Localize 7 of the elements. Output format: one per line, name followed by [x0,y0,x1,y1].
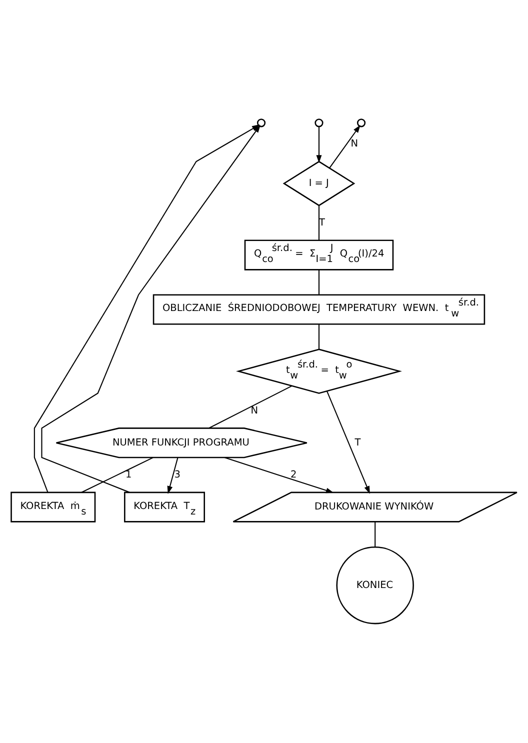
edge-label: 1 [125,469,132,480]
edge-label: N [250,405,258,416]
edge-label: T [354,437,361,448]
edge-label: T [318,217,325,228]
edge-label: 2 [290,469,297,480]
edge-label: N [350,138,358,150]
edge-label: 3 [174,469,180,480]
